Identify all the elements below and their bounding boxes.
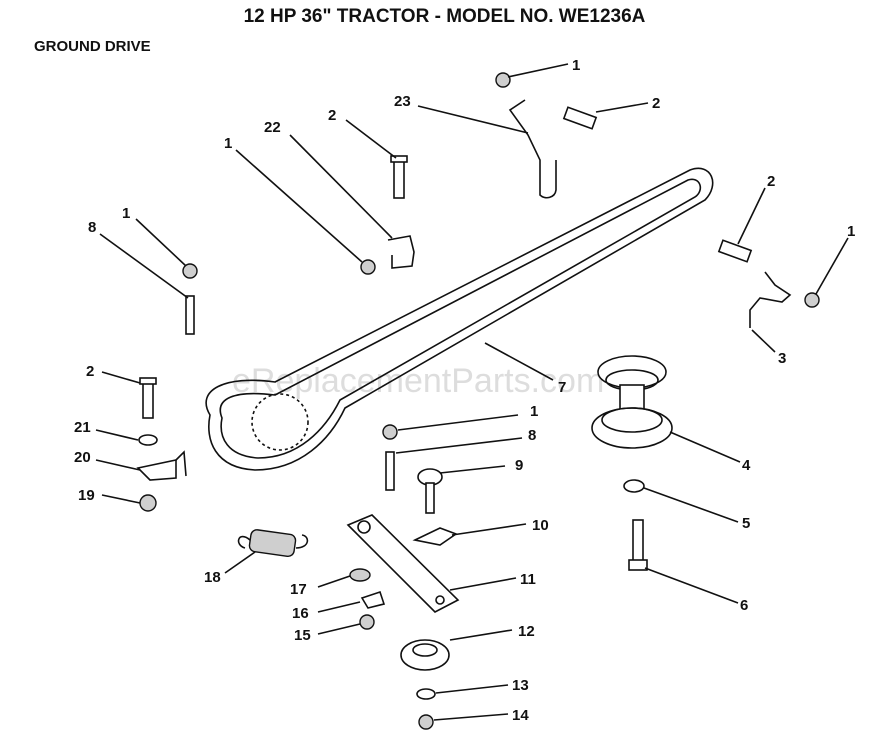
bolt-top-right <box>562 106 598 130</box>
nut-15 <box>359 614 375 630</box>
leader-lines <box>95 63 849 721</box>
callout-7: 7 <box>558 379 566 396</box>
callout-23: 23 <box>394 93 411 110</box>
callout-16: 16 <box>292 605 309 622</box>
callout-8: 8 <box>88 219 96 236</box>
washer-5 <box>623 479 645 493</box>
pin-9 <box>417 468 443 514</box>
bracket-20 <box>136 450 187 481</box>
bolt-center <box>390 155 408 199</box>
clevis-pin-8-center <box>385 451 395 491</box>
belt-guide-right <box>749 271 792 328</box>
idler-pulley <box>400 639 450 671</box>
callout-2: 2 <box>767 173 775 190</box>
callout-20: 20 <box>74 449 91 466</box>
shoulder-bolt-6 <box>628 519 648 571</box>
callout-9: 9 <box>515 457 523 474</box>
callout-6: 6 <box>740 597 748 614</box>
clevis-pin-8-left <box>185 295 195 335</box>
bolt-left <box>139 377 157 419</box>
callout-18: 18 <box>204 569 221 586</box>
nut-1-left <box>182 263 198 279</box>
callout-1: 1 <box>847 223 855 240</box>
clip-16 <box>360 590 386 609</box>
idler-arm <box>346 514 460 613</box>
callout-22: 22 <box>264 119 281 136</box>
nut-1-top <box>495 72 511 88</box>
section-title: GROUND DRIVE <box>34 38 151 55</box>
spacer-17 <box>349 568 371 582</box>
callout-2: 2 <box>652 95 660 112</box>
belt-guide-bracket <box>508 99 557 199</box>
callout-2: 2 <box>86 363 94 380</box>
bolt-right <box>717 239 753 263</box>
callout-1: 1 <box>530 403 538 420</box>
callout-15: 15 <box>294 627 311 644</box>
callout-8: 8 <box>528 427 536 444</box>
callout-14: 14 <box>512 707 529 724</box>
belt-keeper <box>387 235 415 269</box>
nut-1-center <box>360 259 376 275</box>
callout-3: 3 <box>778 350 786 367</box>
callout-labels: 1 2 23 2 22 1 2 1 8 1 3 7 2 21 20 19 1 8… <box>74 57 855 724</box>
washer-13 <box>416 688 436 700</box>
callout-2: 2 <box>328 107 336 124</box>
callout-1: 1 <box>122 205 130 222</box>
callout-1: 1 <box>572 57 580 74</box>
nut-19 <box>139 494 157 512</box>
idler-bracket <box>412 527 458 546</box>
watermark: eReplacementParts.com <box>232 362 604 400</box>
v-belt <box>205 167 714 471</box>
nut-1-lower <box>382 424 398 440</box>
callout-1: 1 <box>224 135 232 152</box>
callout-11: 11 <box>520 571 536 588</box>
nut-14 <box>418 714 434 730</box>
callout-4: 4 <box>742 457 751 474</box>
callout-12: 12 <box>518 623 535 640</box>
nut-1-right <box>804 292 820 308</box>
extension-spring <box>237 529 309 558</box>
callout-21: 21 <box>74 419 91 436</box>
washer-21 <box>138 434 158 446</box>
callout-10: 10 <box>532 517 549 534</box>
callout-13: 13 <box>512 677 529 694</box>
callout-5: 5 <box>742 515 750 532</box>
callout-17: 17 <box>290 581 307 598</box>
diagram-title: 12 HP 36" TRACTOR - MODEL NO. WE1236A <box>243 6 646 27</box>
callout-19: 19 <box>78 487 95 504</box>
drive-pulley <box>591 355 673 449</box>
